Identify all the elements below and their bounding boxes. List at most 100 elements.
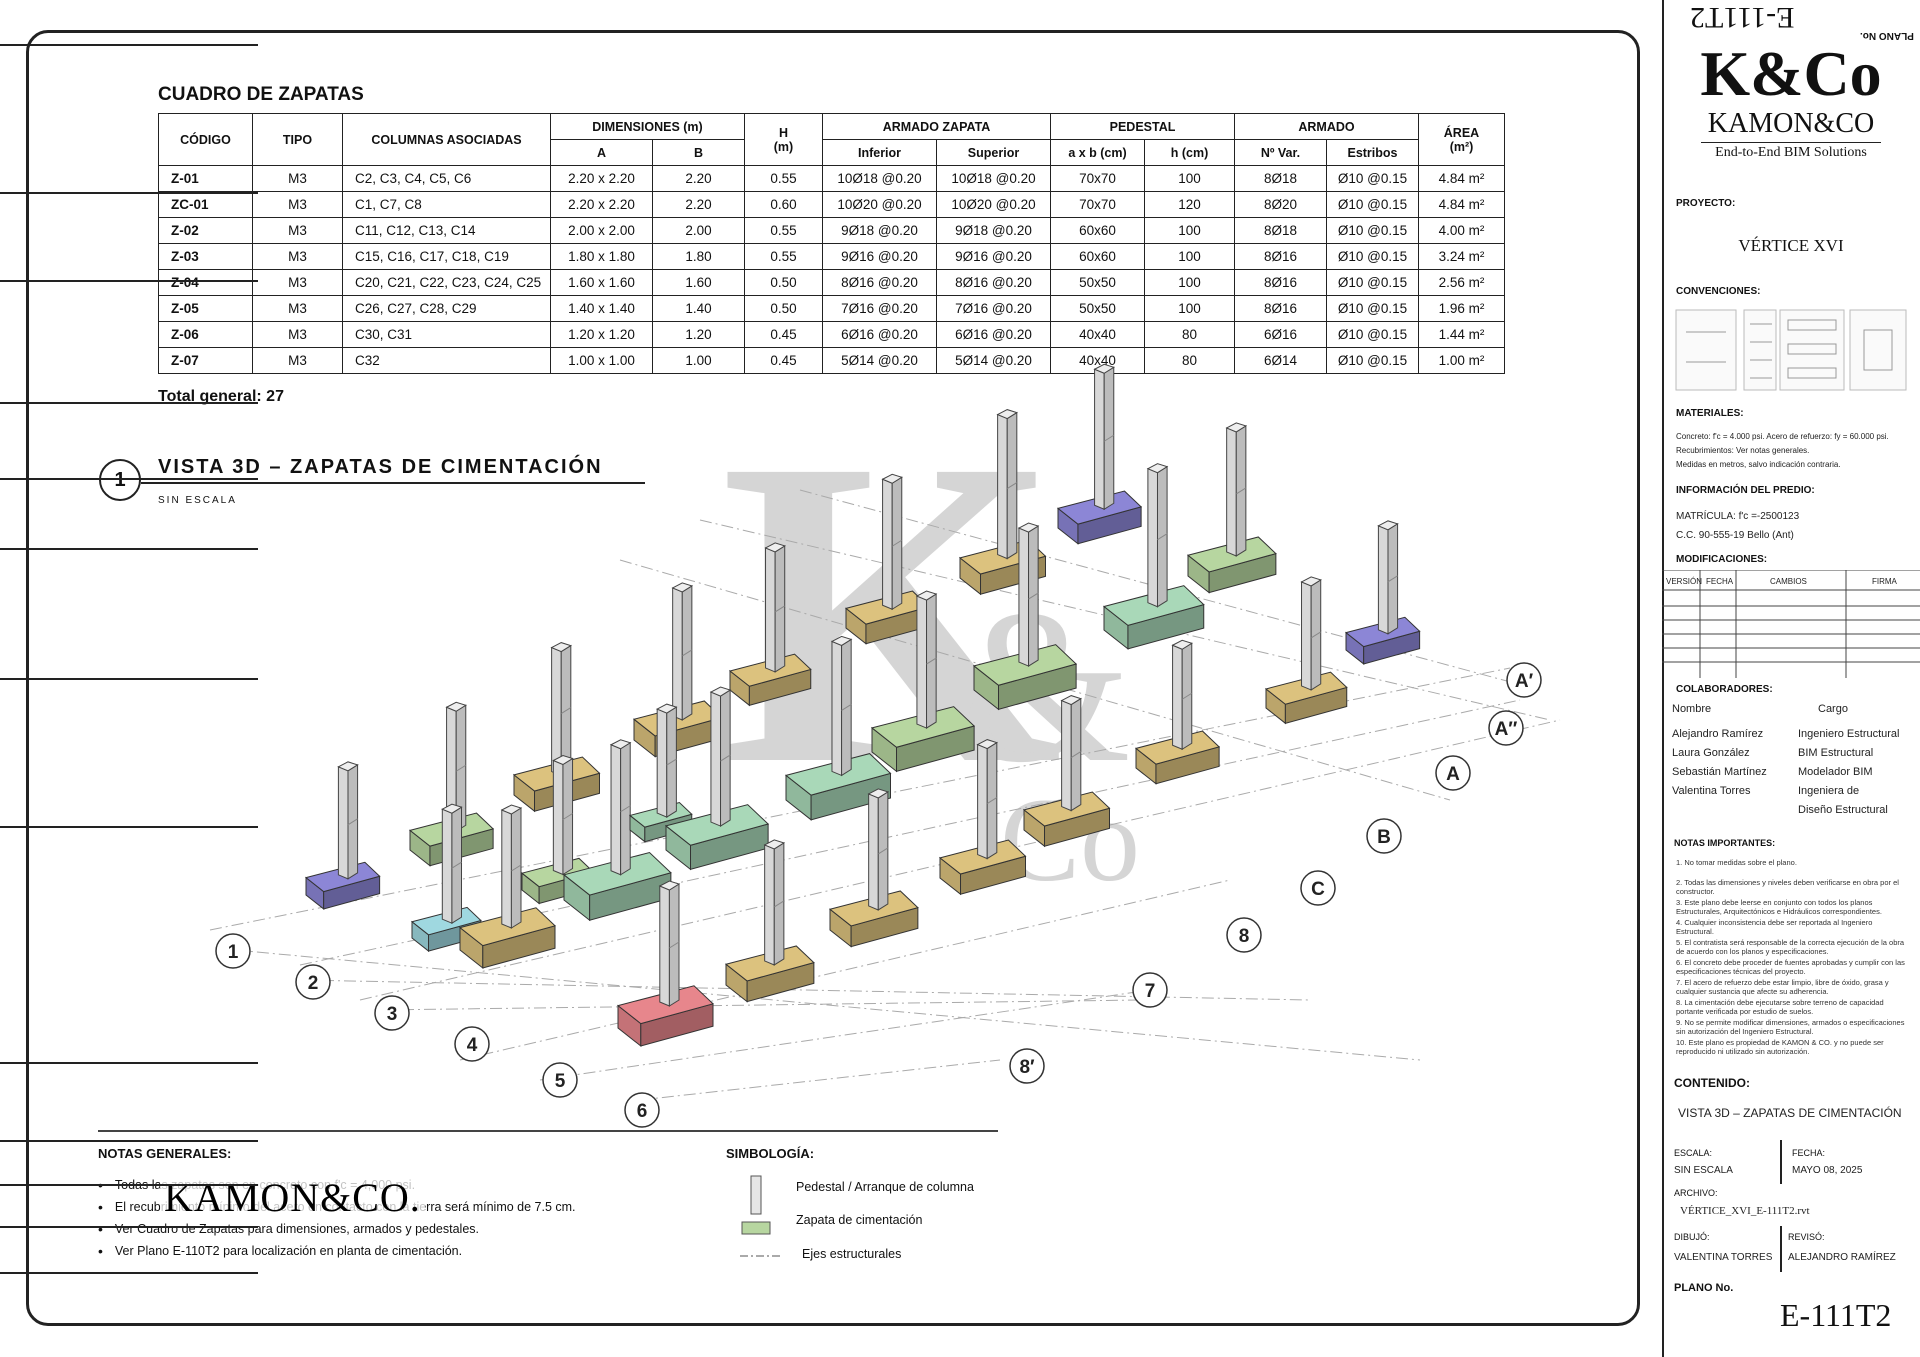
column-left-face: [710, 691, 722, 827]
column-left-face: [764, 844, 775, 966]
column-joint-line: [774, 900, 785, 908]
colab-name: Valentina Torres: [1672, 785, 1751, 797]
axis-bubble-letter-label: A: [1446, 764, 1460, 785]
column-joint-line: [1236, 487, 1247, 495]
header-armado: ARMADO: [1234, 113, 1419, 140]
tb-divider: [0, 280, 258, 282]
axis-bubble-number-label: 5: [555, 1071, 566, 1092]
company-tagline: End-to-End BIM Solutions: [1701, 142, 1881, 161]
cell-axb: 70x70: [1050, 191, 1145, 218]
axis-line: [379, 999, 1141, 1011]
axis-bubble-number-label: 4: [467, 1035, 478, 1056]
cell-estribos: Ø10 @0.15: [1326, 191, 1419, 218]
cell-nvar: 8Ø18: [1234, 217, 1327, 244]
contenido-value: VISTA 3D – ZAPATAS DE CIMENTACIÓN: [1678, 1106, 1902, 1120]
header-armado-zapata: ARMADO ZAPATA: [822, 113, 1051, 140]
symbology-title: SIMBOLOGÍA:: [726, 1146, 815, 1161]
footing: [828, 788, 919, 948]
dibujo-label: DIBUJÓ:: [1674, 1232, 1710, 1242]
footing: [728, 542, 812, 707]
view-title: VISTA 3D – ZAPATAS DE CIMENTACIÓN: [158, 456, 603, 478]
cell-h: 0.55: [744, 165, 823, 192]
column-top-face: [976, 739, 999, 750]
cell-hcm: 100: [1144, 217, 1235, 244]
column-joint-line: [926, 657, 937, 665]
view-title-underline: [141, 482, 645, 484]
cell-area: 3.24 m²: [1418, 243, 1505, 270]
colab-name: Laura González: [1672, 747, 1750, 759]
tb-divider: [0, 1226, 258, 1228]
note-item: Ver Plano E-110T2 para localización en p…: [98, 1240, 576, 1262]
cell-b: 1.00: [652, 347, 745, 374]
column-joint-line: [1103, 434, 1115, 442]
column-top-face: [1060, 695, 1083, 706]
column-top-face: [445, 701, 467, 712]
tb-divider: [0, 478, 258, 480]
footing: [458, 804, 556, 970]
project-name: VÉRTICE XVI: [1738, 236, 1844, 255]
footing: [870, 590, 976, 773]
axis-bubble-number-label: 8: [1239, 926, 1250, 947]
cell-inferior: 9Ø16 @0.20: [822, 243, 937, 270]
cell-tipo: M3: [252, 321, 343, 348]
column-top-face: [552, 754, 574, 766]
convenciones-label: CONVENCIONES:: [1676, 286, 1761, 297]
column-joint-line: [666, 758, 677, 766]
axis-bubble-number-label: 1: [228, 942, 239, 963]
cell-area: 4.84 m²: [1418, 191, 1505, 218]
cell-area: 4.84 m²: [1418, 165, 1505, 192]
axis-bubble-letter: [1435, 755, 1471, 791]
cell-codigo: Z-01: [158, 165, 253, 192]
column-top-face: [655, 703, 678, 714]
fecha-label: FECHA:: [1792, 1148, 1826, 1158]
axis-bubble-letter: [1488, 710, 1524, 746]
notas-importantes-label: NOTAS IMPORTANTES:: [1674, 838, 1776, 848]
cell-area: 4.00 m²: [1418, 217, 1505, 244]
colab-role: Ingeniero Estructural: [1798, 728, 1900, 740]
column-joint-line: [1181, 692, 1193, 700]
nota-importante-item: 10. Este plano es propiedad de KAMON & C…: [1676, 1038, 1884, 1056]
colab-role: Modelador BIM: [1798, 766, 1873, 778]
escala-value: SIN ESCALA: [1674, 1165, 1733, 1176]
symbology-icons: [740, 1175, 780, 1257]
mirrored-plano-number: E-111T2: [1690, 1, 1795, 34]
column-left-face: [656, 708, 668, 818]
header-area-unit: (m²): [1449, 139, 1474, 154]
column-top-face: [500, 804, 523, 815]
column-left-face: [1147, 467, 1158, 608]
axis-line: [539, 989, 1151, 1081]
tb-divider: [0, 1062, 258, 1064]
column-left-face: [551, 646, 562, 777]
column-left-face: [977, 743, 988, 860]
column-left-face: [1377, 525, 1389, 635]
cell-b: 1.80: [652, 243, 745, 270]
nota-importante-item: 3. Este plano debe leerse en conjunto co…: [1676, 898, 1882, 916]
axis-bubble-number: [374, 995, 410, 1031]
column-top-face: [671, 582, 694, 593]
cell-inferior: 7Ø16 @0.20: [822, 295, 937, 322]
column-top-face: [1225, 422, 1248, 433]
column-top-face: [1171, 639, 1193, 650]
cell-superior: 5Ø14 @0.20: [936, 347, 1051, 374]
escala-label: ESCALA:: [1674, 1148, 1713, 1158]
footings-group: [304, 363, 1421, 1048]
nota-importante-item: 7. El acero de refuerzo debe estar limpi…: [1676, 978, 1889, 996]
axis-bubble-number: [295, 964, 331, 1000]
colab-role-extra: Diseño Estructural: [1798, 804, 1888, 816]
column-left-face: [610, 743, 622, 876]
proyecto-label: PROYECTO:: [1676, 198, 1736, 209]
axis-bubble-letter-label: C: [1311, 879, 1325, 900]
axis-bubble-number-label: 3: [387, 1004, 398, 1025]
column-left-face: [831, 640, 843, 777]
cell-b: 1.20: [652, 321, 745, 348]
footing: [1102, 463, 1205, 650]
cell-hcm: 120: [1144, 191, 1235, 218]
header-h: H (m): [744, 113, 823, 166]
cell-axb: 60x60: [1050, 217, 1145, 244]
cell-superior: 8Ø16 @0.20: [936, 269, 1051, 296]
header-codigo: CÓDIGO: [158, 113, 253, 166]
cell-b: 1.40: [652, 295, 745, 322]
